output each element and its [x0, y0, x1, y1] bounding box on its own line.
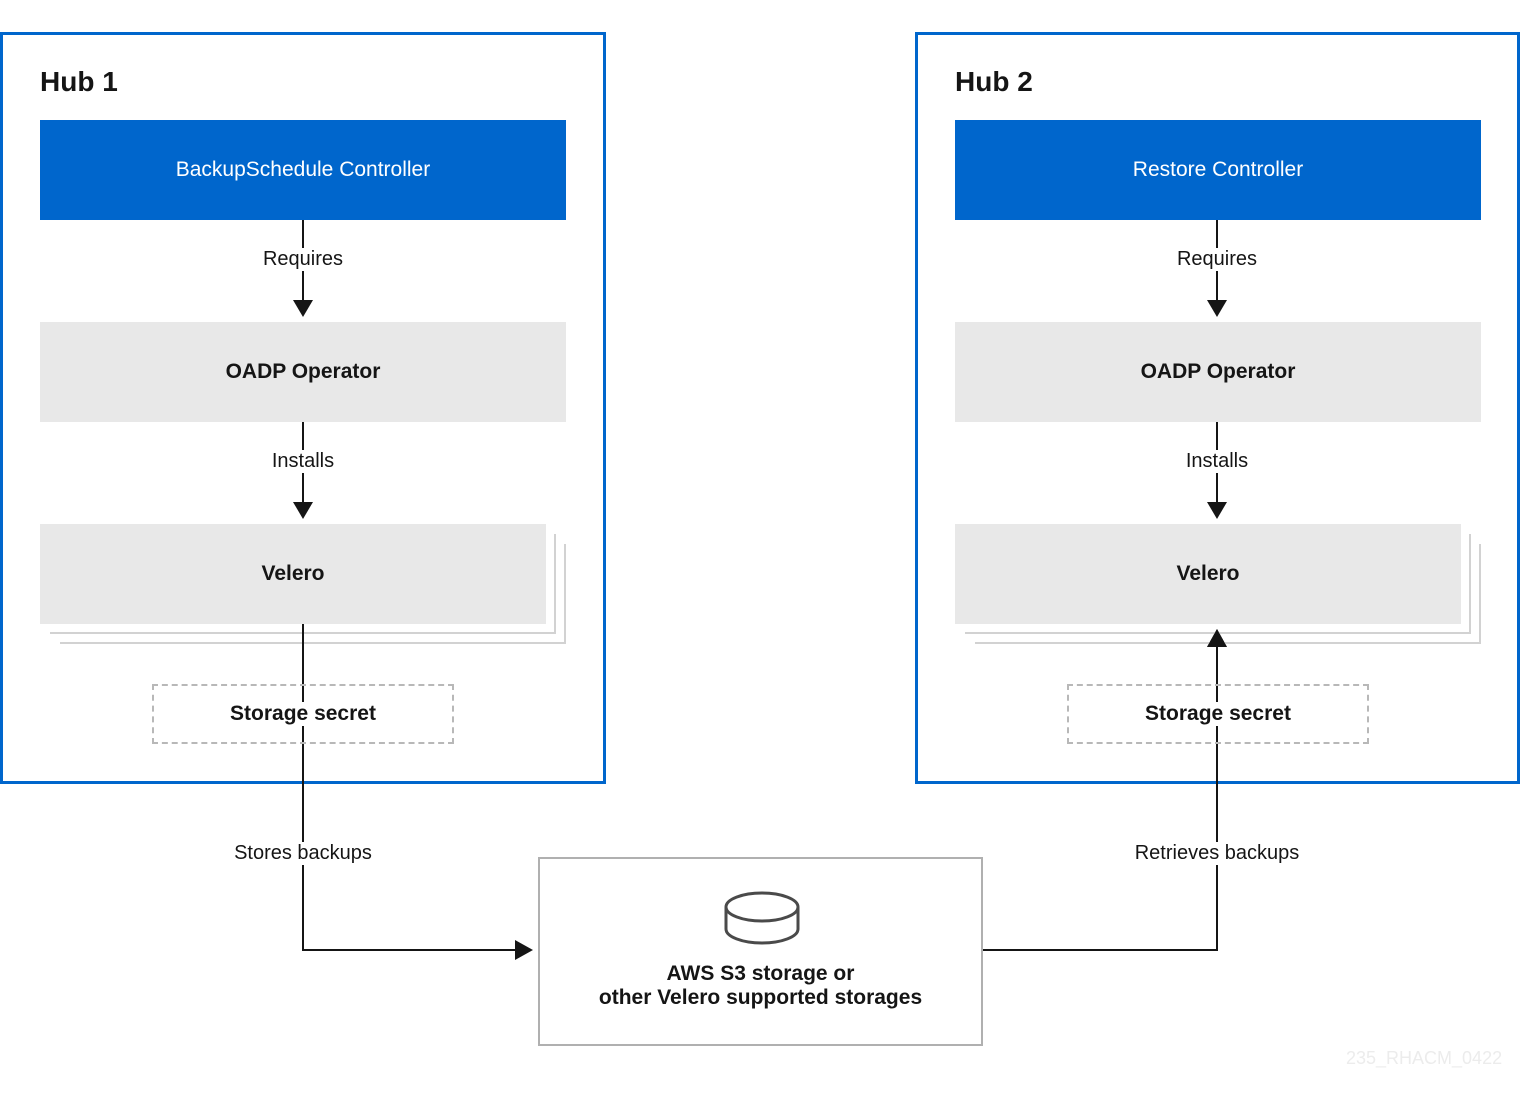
hub1-velero-label: Velero — [261, 562, 325, 585]
backupschedule-controller-box: BackupSchedule Controller — [40, 120, 566, 220]
arrow-head — [293, 300, 313, 317]
arrow-head — [1207, 502, 1227, 519]
retrieves-backups-label: Retrieves backups — [1130, 842, 1304, 865]
arrow-head — [1207, 300, 1227, 317]
hub2-velero-box: Velero — [955, 524, 1461, 624]
storage-label-line1: AWS S3 storage or — [666, 962, 855, 985]
stores-backups-label: Stores backups — [230, 842, 376, 865]
hub2-requires-label: Requires — [1172, 248, 1262, 271]
hub1-velero-stack-back — [60, 544, 566, 644]
restore-controller-box: Restore Controller — [955, 120, 1481, 220]
hub1-installs-label: Installs — [267, 450, 339, 473]
hub2-oadp-operator-label: OADP Operator — [1140, 360, 1296, 383]
hub2-title: Hub 2 — [955, 66, 1033, 97]
hub2-velero-label: Velero — [1176, 562, 1240, 585]
arrow-head — [293, 502, 313, 519]
hub2-installs-label: Installs — [1181, 450, 1253, 473]
database-icon — [724, 891, 800, 945]
hub1-storage-secret: Storage secret — [152, 684, 454, 744]
storage-box: AWS S3 storage or other Velero supported… — [538, 857, 983, 1046]
storage-label-line2: other Velero supported storages — [598, 986, 923, 1009]
hub2-oadp-operator-box: OADP Operator — [955, 322, 1481, 422]
arrow-head — [515, 940, 533, 960]
hub1-oadp-operator-label: OADP Operator — [225, 360, 381, 383]
diagram-id-watermark: 235_RHACM_0422 — [1346, 1048, 1503, 1068]
hub1-oadp-operator-box: OADP Operator — [40, 322, 566, 422]
hub1-title: Hub 1 — [40, 66, 118, 97]
hub1-storage-secret-label: Storage secret — [224, 702, 382, 726]
hub2-storage-secret-label: Storage secret — [1139, 702, 1297, 726]
hub2-velero-stack-back — [975, 544, 1481, 644]
hub1-velero-box: Velero — [40, 524, 546, 624]
hub2-storage-secret: Storage secret — [1067, 684, 1369, 744]
hub1-requires-label: Requires — [258, 248, 348, 271]
